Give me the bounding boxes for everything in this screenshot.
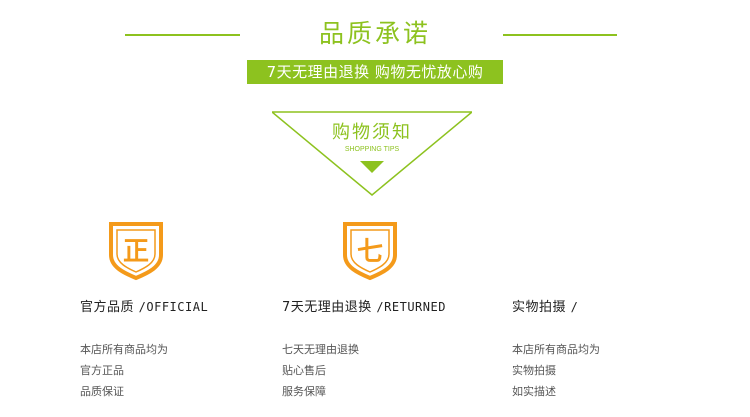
official-badge: 正 — [122, 237, 149, 267]
feature-list: 本店所有商品均为 实物拍摄 如实描述 — [512, 339, 600, 402]
list-item: 本店所有商品均为 — [80, 343, 168, 356]
list-item: 本店所有商品均为 — [512, 343, 600, 356]
header-right-line — [503, 34, 617, 36]
feature-official: 官方品质 /OFFICIAL 本店所有商品均为 官方正品 品质保证 — [80, 296, 208, 402]
feature-title: 实物拍摄 / — [512, 296, 600, 315]
list-item: 七天无理由退换 — [282, 343, 359, 356]
official-shield-icon — [109, 222, 163, 281]
feature-list: 七天无理由退换 贴心售后 服务保障 — [282, 339, 446, 402]
list-item: 如实描述 — [512, 385, 556, 398]
feature-title: 官方品质 /OFFICIAL — [80, 296, 208, 315]
tips-triangle-icon — [272, 111, 472, 196]
feature-title-cn: 实物拍摄 — [512, 300, 567, 315]
seven-day-badge: 七 — [356, 237, 383, 267]
tips-arrow-icon — [360, 161, 384, 173]
page-title: 品质承诺 — [318, 19, 431, 48]
list-item: 贴心售后 — [282, 364, 326, 377]
header-left-line — [125, 34, 240, 36]
list-item: 服务保障 — [282, 385, 326, 398]
list-item: 官方正品 — [80, 364, 124, 377]
list-item: 实物拍摄 — [512, 364, 556, 377]
list-item: 品质保证 — [80, 385, 124, 398]
feature-title: 7天无理由退换 /RETURNED — [282, 296, 446, 315]
feature-title-cn: 官方品质 — [80, 300, 135, 315]
feature-title-en: /RETURNED — [376, 300, 446, 314]
seven-day-shield-icon — [343, 222, 397, 281]
tips-title: 购物须知 — [332, 122, 412, 143]
feature-title-en: /OFFICIAL — [138, 300, 209, 314]
feature-returned: 7天无理由退换 /RETURNED 七天无理由退换 贴心售后 服务保障 — [282, 296, 446, 402]
promise-banner: 7天无理由退换 购物无忧放心购 — [247, 60, 503, 84]
feature-title-cn: 7天无理由退换 — [282, 300, 372, 315]
feature-list: 本店所有商品均为 官方正品 品质保证 — [80, 339, 208, 402]
feature-real-photo: 实物拍摄 / 本店所有商品均为 实物拍摄 如实描述 — [512, 296, 600, 402]
tips-subtitle: SHOPPING TIPS — [344, 146, 400, 153]
feature-title-en: / — [570, 300, 579, 314]
